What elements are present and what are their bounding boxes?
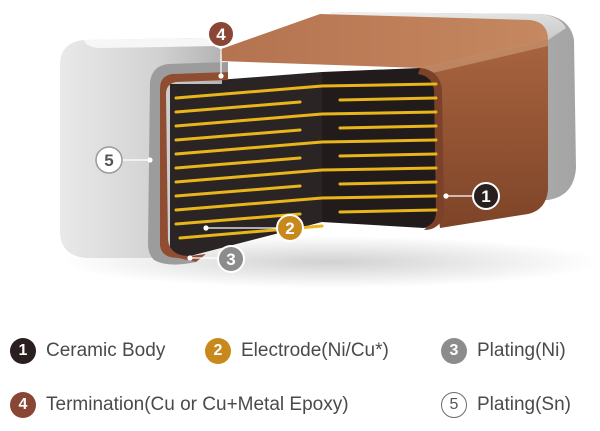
callout-3: 3 [217,245,245,273]
electrode-layers-right [320,82,438,214]
legend-label-4: Termination(Cu or Cu+Metal Epoxy) [46,394,349,415]
callout-2: 2 [276,214,304,242]
callout-badge-2 [276,214,304,242]
callout-5: 5 [95,146,123,174]
legend-item-3: 3 Plating(Ni) [441,336,566,366]
legend-badge-1: 1 [10,338,36,364]
legend-label-2: Electrode(Ni/Cu*) [241,340,389,361]
legend-item-5: 5 Plating(Sn) [441,390,571,420]
legend-badge-3: 3 [441,338,467,364]
legend-item-2: 2 Electrode(Ni/Cu*) [205,336,389,366]
ceramic-body-shell [190,14,548,228]
callout-number-1: 1 [481,187,490,206]
callout-number-3: 3 [226,250,235,269]
legend-badge-2: 2 [205,338,231,364]
callout-1: 1 [472,182,500,210]
callout-number-2: 2 [285,219,294,238]
left-end-cap [60,38,228,265]
legend-item-4: 4 Termination(Cu or Cu+Metal Epoxy) [10,390,349,420]
callout-badge-3 [217,245,245,273]
legend-label-5: Plating(Sn) [477,394,571,415]
callout-4: 4 [207,20,235,48]
mlcc-cutaway-diagram: 1 2 3 4 5 [60,12,600,288]
callout-number-4: 4 [216,25,226,44]
legend-label-3: Plating(Ni) [477,340,566,361]
legend-item-1: 1 Ceramic Body [10,336,165,366]
callout-badge-5 [95,146,123,174]
legend-badge-4: 4 [10,392,36,418]
callout-badge-1 [472,182,500,210]
legend-label-1: Ceramic Body [46,340,166,361]
legend-badge-5: 5 [441,392,467,418]
callout-number-5: 5 [104,151,113,170]
callout-badge-4 [207,20,235,48]
